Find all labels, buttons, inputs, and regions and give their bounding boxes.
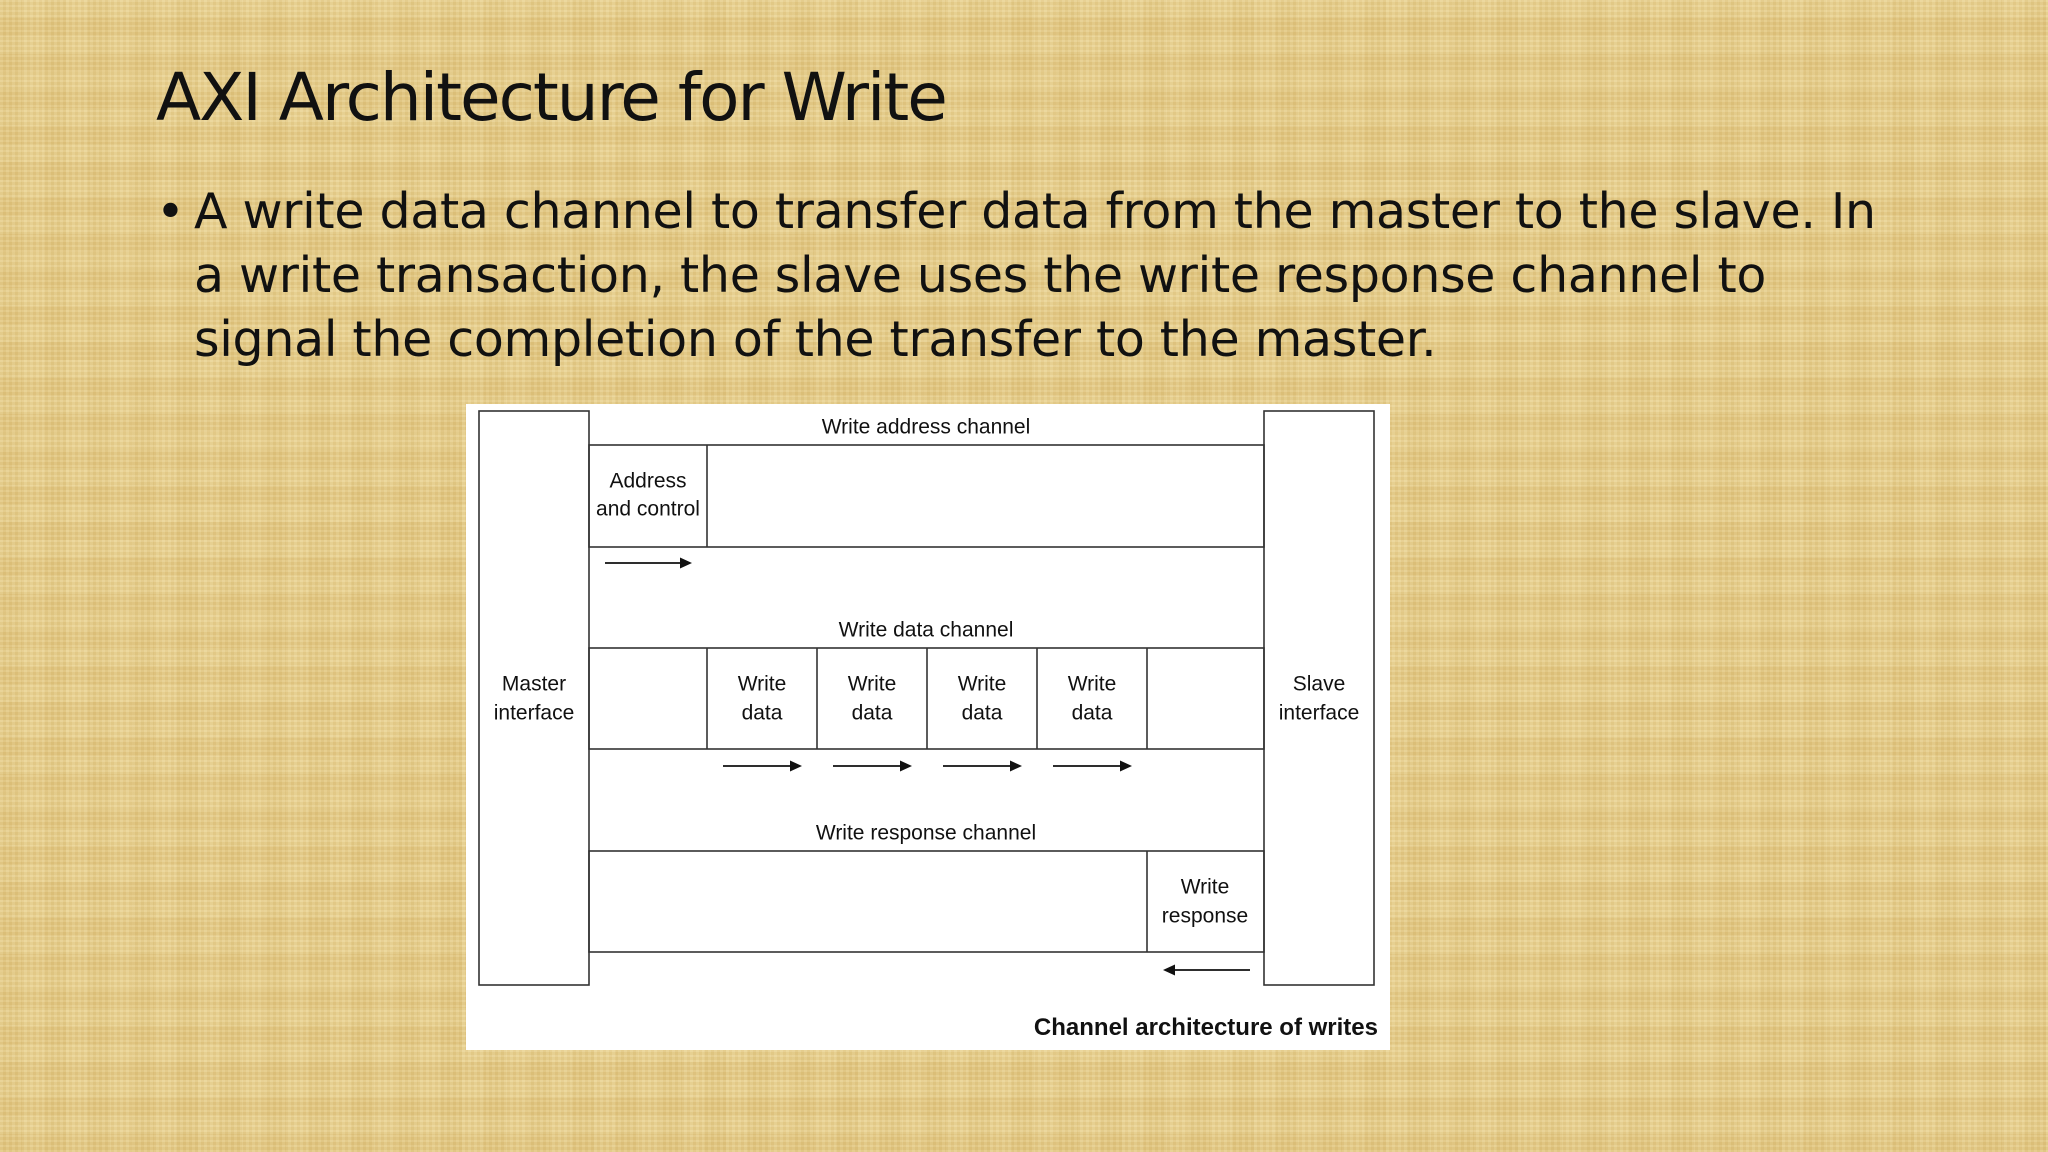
slide-title: AXI Architecture for Write bbox=[156, 59, 948, 136]
channel-architecture-diagram: Write address channel Write data channel… bbox=[466, 404, 1390, 1050]
write-data-cell-label: Write bbox=[848, 673, 897, 696]
address-control-cell-label: and control bbox=[596, 498, 700, 521]
right-arrow-icon bbox=[833, 760, 912, 772]
master-interface-label: interface bbox=[494, 702, 575, 725]
diagram-caption: Channel architecture of writes bbox=[1034, 1014, 1378, 1041]
write-response-channel-title: Write response channel bbox=[816, 822, 1036, 845]
slave-interface-label: Slave bbox=[1293, 673, 1346, 696]
diagram-canvas: Write address channel Write data channel… bbox=[478, 410, 1378, 1041]
right-arrow-icon bbox=[1053, 760, 1132, 772]
bullet-list: • A write data channel to transfer data … bbox=[156, 180, 1916, 372]
master-interface-label: Master bbox=[502, 673, 566, 696]
write-response-channel-box bbox=[588, 850, 1265, 953]
write-data-cell-label: data bbox=[962, 702, 1003, 725]
write-data-cell-label: data bbox=[1072, 702, 1113, 725]
write-address-channel-title: Write address channel bbox=[822, 416, 1031, 439]
bullet-dot-icon: • bbox=[156, 183, 185, 240]
write-data-channel-title: Write data channel bbox=[839, 619, 1014, 642]
right-arrow-icon bbox=[605, 557, 692, 569]
write-data-cell-label: Write bbox=[738, 673, 787, 696]
left-arrow-icon bbox=[1163, 964, 1250, 976]
write-data-cell-label: data bbox=[742, 702, 783, 725]
slave-interface-box bbox=[1263, 410, 1375, 986]
slave-interface-label: interface bbox=[1279, 702, 1360, 725]
bullet-item: • A write data channel to transfer data … bbox=[156, 180, 1916, 372]
master-interface-box bbox=[478, 410, 590, 986]
write-response-cell-label: response bbox=[1162, 905, 1248, 928]
write-address-channel-box bbox=[588, 444, 1265, 548]
address-control-cell-label: Address bbox=[609, 470, 686, 493]
right-arrow-icon bbox=[943, 760, 1022, 772]
bullet-text: A write data channel to transfer data fr… bbox=[194, 183, 1876, 368]
write-data-cell-label: data bbox=[852, 702, 893, 725]
write-data-cell-label: Write bbox=[1068, 673, 1117, 696]
right-arrow-icon bbox=[723, 760, 802, 772]
write-data-cell-label: Write bbox=[958, 673, 1007, 696]
write-response-cell-label: Write bbox=[1181, 876, 1230, 899]
